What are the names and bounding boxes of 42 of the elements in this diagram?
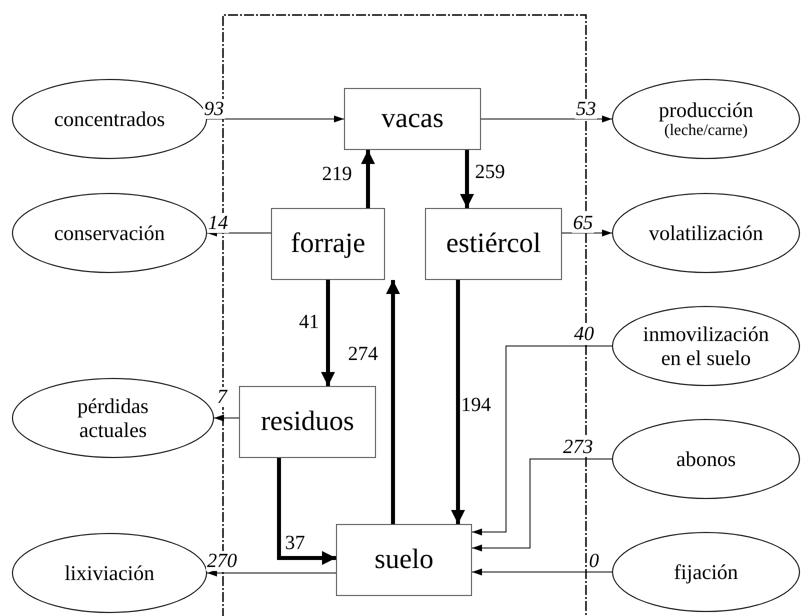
process-box xyxy=(425,208,562,280)
node-label: concentrados xyxy=(54,106,165,132)
thin-arrow xyxy=(206,570,336,576)
thin-arrow xyxy=(472,568,612,576)
edge-label: 7 xyxy=(216,387,228,407)
node-label: conservación xyxy=(54,220,165,246)
flow-arrow xyxy=(361,150,375,208)
flow-arrow xyxy=(277,458,336,565)
thin-arrow xyxy=(206,230,272,236)
process-box xyxy=(336,524,472,596)
edge-label: 53 xyxy=(575,99,597,119)
flow-arrow xyxy=(460,150,474,208)
process-box xyxy=(344,88,481,150)
flow-arrow xyxy=(386,280,400,524)
thin-arrow xyxy=(480,116,612,122)
edge-label: 93 xyxy=(203,99,225,119)
edge-label: 14 xyxy=(207,213,229,233)
node-label: volatilización xyxy=(648,220,764,246)
thin-arrow xyxy=(472,346,612,536)
node-label: residuos xyxy=(260,406,354,438)
thin-arrow xyxy=(562,230,612,236)
process-box xyxy=(239,386,376,458)
edge-label: 65 xyxy=(572,213,594,233)
node-label: vacas xyxy=(381,103,444,135)
edge-label: 40 xyxy=(573,324,595,344)
node-label: fijación xyxy=(674,560,738,584)
thin-arrow xyxy=(214,414,240,422)
flow-arrow xyxy=(321,280,335,386)
node-label: inmovilización en el suelo xyxy=(643,322,769,370)
flow-arrow xyxy=(451,280,465,524)
node-label: abonos xyxy=(676,446,736,472)
node-label: suelo xyxy=(374,544,434,576)
thin-arrow xyxy=(472,458,612,552)
node-label: pérdidas actuales xyxy=(76,394,150,442)
node-label: lixiviación xyxy=(64,560,154,586)
process-box xyxy=(271,208,385,280)
node-label: producción xyxy=(658,98,754,122)
node-label: forraje xyxy=(290,228,366,260)
edge-label: 273 xyxy=(562,437,594,457)
edge-label: 270 xyxy=(206,551,238,571)
node-label: estiércol xyxy=(446,228,541,260)
node-sublabel: (leche/carne) xyxy=(664,122,748,140)
